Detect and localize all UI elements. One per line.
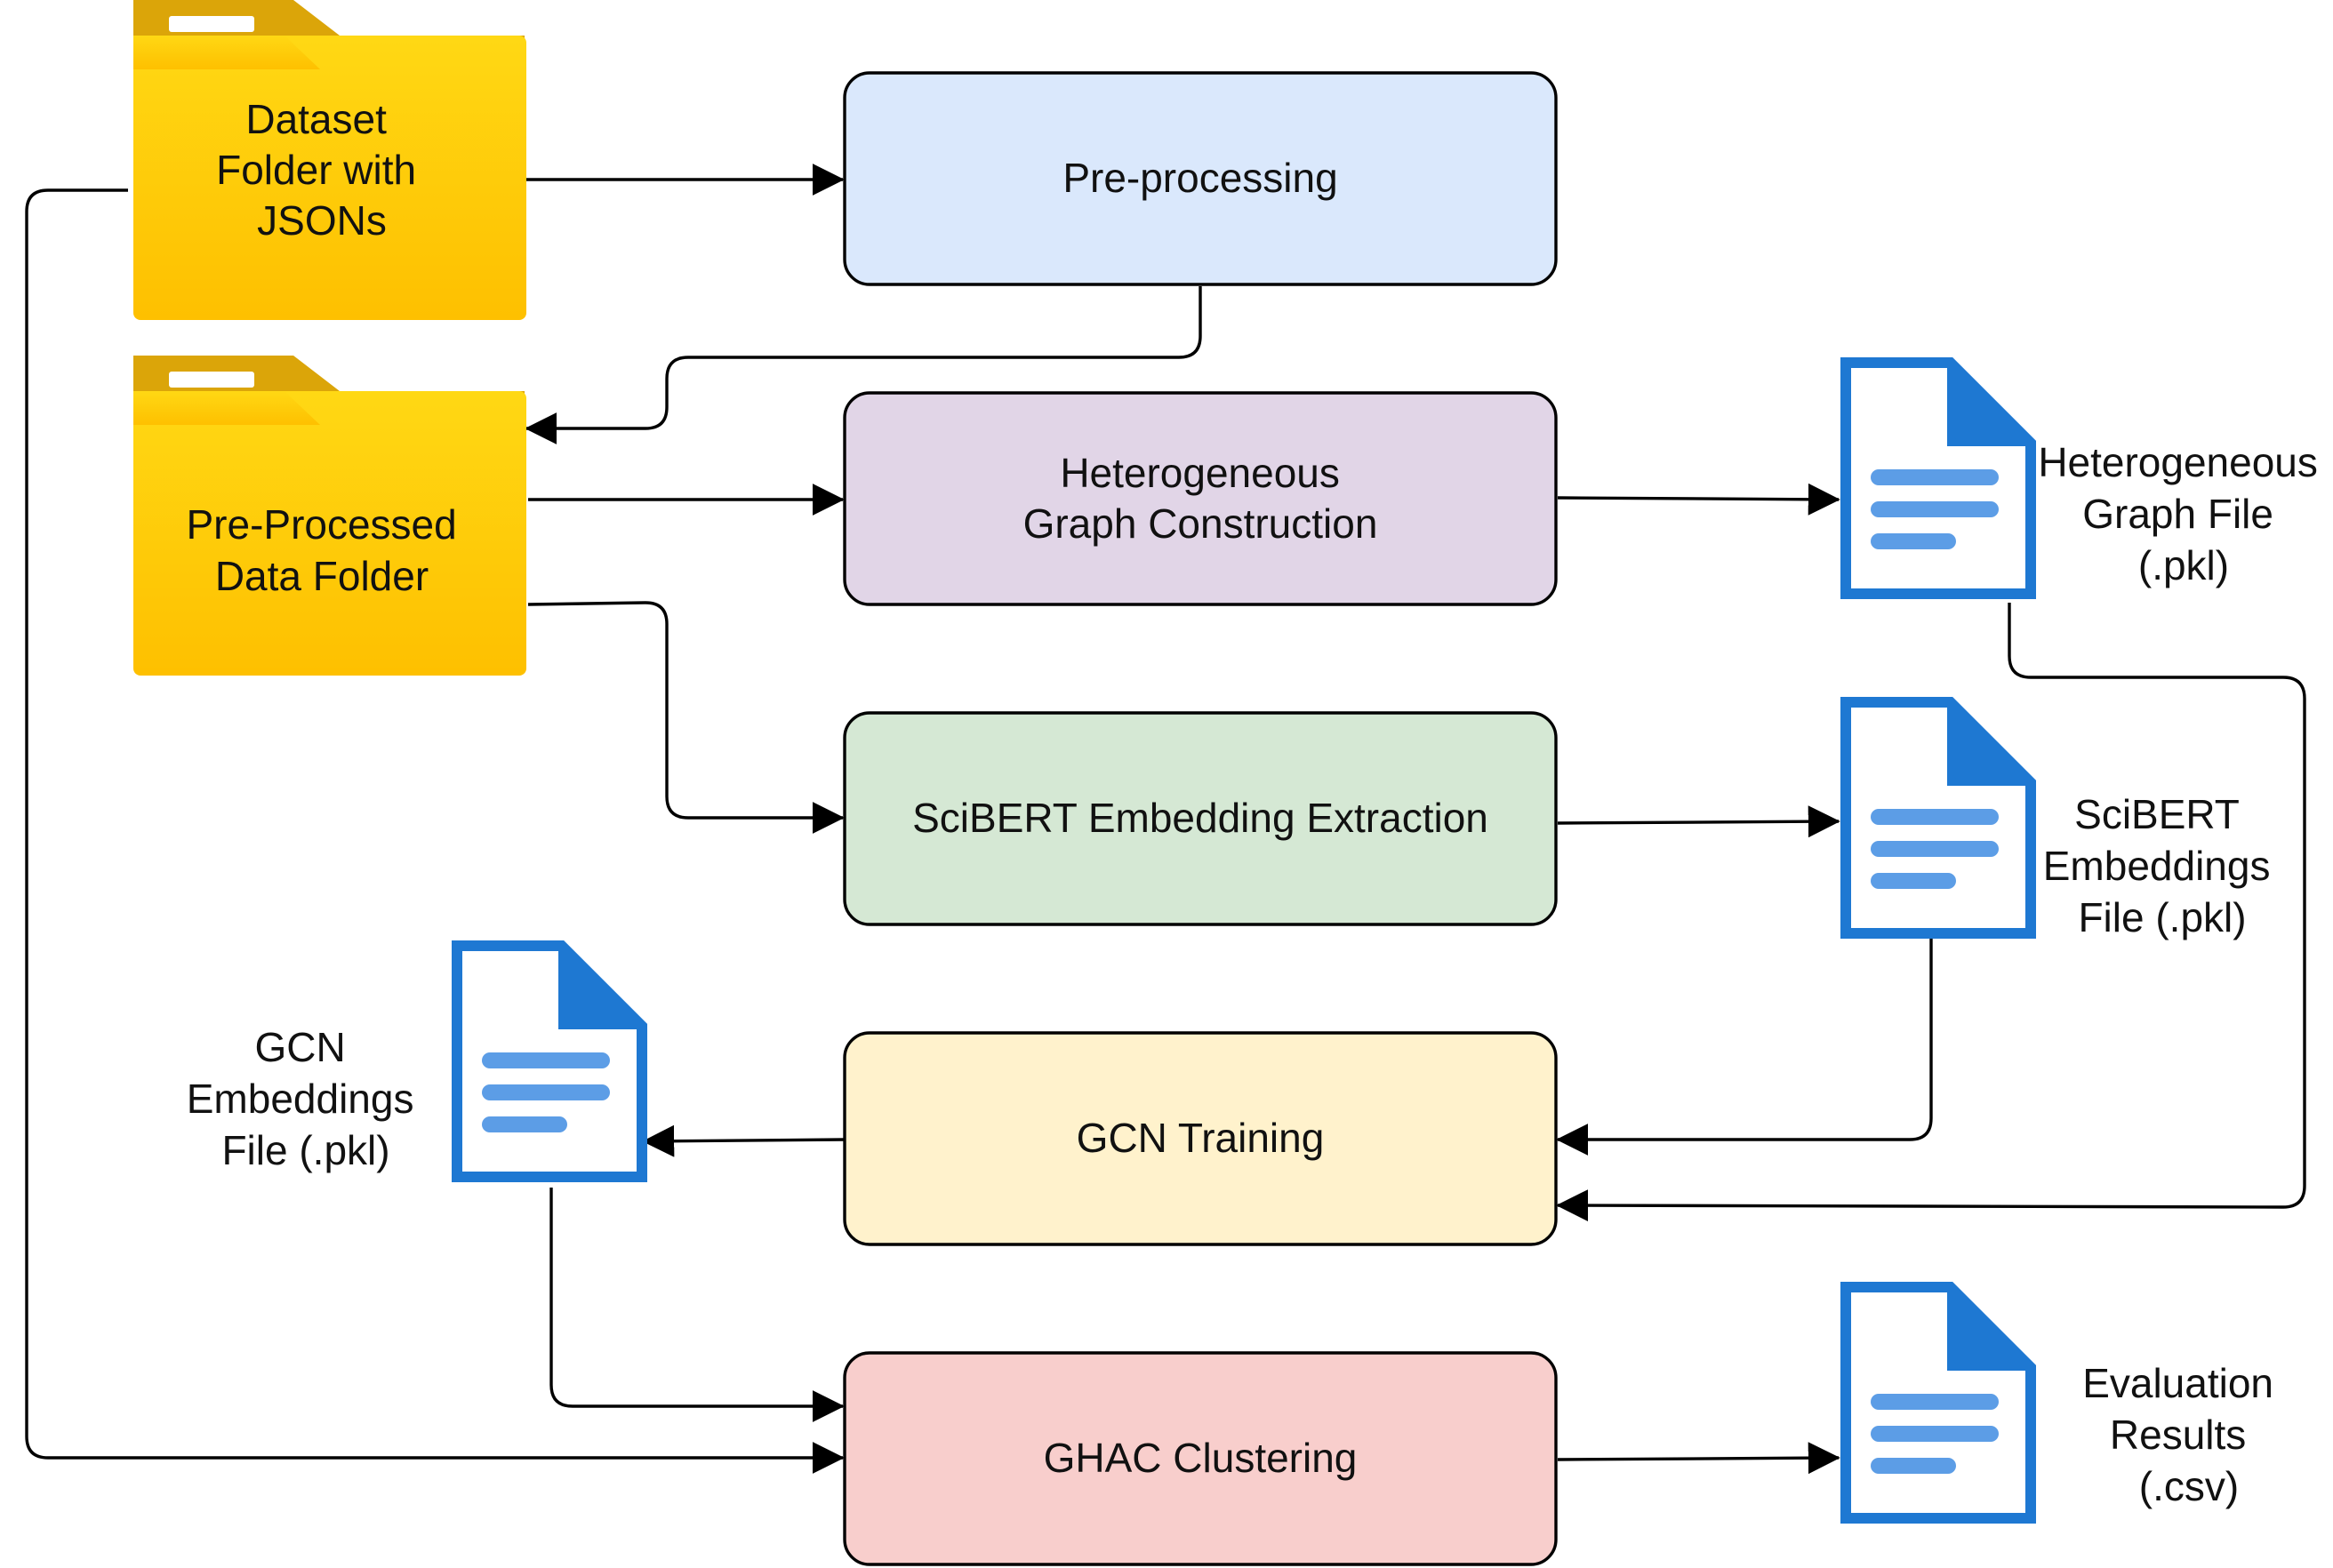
eval-file: Evaluation Results (.csv) xyxy=(1840,1282,2285,1524)
edge-gcn-to-file xyxy=(642,1124,846,1157)
edge-ghac-to-file xyxy=(1557,1442,1840,1475)
preprocessing-box: Pre-processing xyxy=(843,71,1558,286)
ghac-clustering-label: GHAC Clustering xyxy=(1044,1435,1358,1481)
dataset-folder: Dataset Folder with JSONs xyxy=(133,0,526,320)
ghac-clustering-box: GHAC Clustering xyxy=(843,1351,1558,1566)
edges xyxy=(25,164,2306,1475)
folder-icon xyxy=(133,356,526,676)
edge-graph-file-to-gcn xyxy=(1556,603,2306,1222)
graph-file: Heterogeneous Graph File (.pkl) xyxy=(1840,357,2329,599)
preprocessing-label: Pre-processing xyxy=(1062,155,1337,201)
edge-gcn-file-to-ghac xyxy=(549,1188,845,1422)
scibert-extraction-label: SciBERT Embedding Extraction xyxy=(912,795,1488,841)
scibert-extraction-box: SciBERT Embedding Extraction xyxy=(843,711,1558,926)
gcn-file-label: GCN Embeddings File (.pkl) xyxy=(187,1024,426,1173)
edge-scibert-file-to-gcn xyxy=(1556,935,1933,1156)
edge-preprocessing-to-preprocessed xyxy=(525,286,1202,444)
edge-dataset-to-ghac xyxy=(25,188,845,1474)
edge-scibert-to-file xyxy=(1557,805,1840,838)
scibert-file: SciBERT Embeddings File (.pkl) xyxy=(1840,697,2282,940)
folder-icon xyxy=(133,0,526,320)
graph-file-label: Heterogeneous Graph File (.pkl) xyxy=(2038,439,2329,588)
eval-file-label: Evaluation Results (.csv) xyxy=(2082,1360,2285,1509)
scibert-file-label: SciBERT Embeddings File (.pkl) xyxy=(2043,791,2282,940)
preprocessed-folder: Pre-Processed Data Folder xyxy=(133,356,526,676)
document-icon xyxy=(452,940,647,1182)
preprocessed-folder-label: Pre-Processed Data Folder xyxy=(186,501,468,599)
document-icon xyxy=(1840,357,2036,599)
gcn-training-box: GCN Training xyxy=(843,1031,1558,1246)
graph-construction-box: Heterogeneous Graph Construction xyxy=(843,391,1558,606)
edge-preprocessed-to-scibert xyxy=(527,601,845,834)
document-icon xyxy=(1840,1282,2036,1524)
document-icon xyxy=(1840,697,2036,939)
edge-graph-to-file xyxy=(1557,483,1840,516)
dataset-folder-label: Dataset Folder with JSONs xyxy=(216,96,428,244)
gcn-file: GCN Embeddings File (.pkl) xyxy=(187,940,647,1182)
graph-construction-label: Heterogeneous Graph Construction xyxy=(1023,450,1378,547)
gcn-training-label: GCN Training xyxy=(1077,1115,1325,1161)
